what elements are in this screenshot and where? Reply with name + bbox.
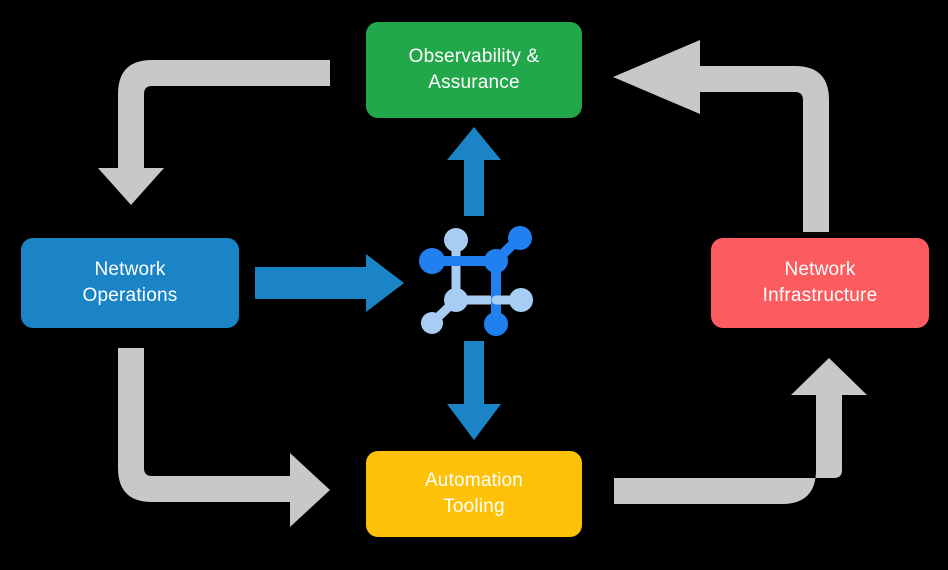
node-network-infrastructure[interactable]: Network Infrastructure (711, 238, 929, 328)
connector-center-to-observability (447, 127, 501, 216)
connector-operations-to-automation (118, 348, 330, 527)
connector-center-to-automation (447, 341, 501, 440)
connector-automation-to-infrastructure (614, 358, 867, 504)
connector-operations-to-center (255, 254, 404, 312)
node-observability-assurance[interactable]: Observability & Assurance (366, 22, 582, 118)
connector-observability-to-operations (98, 60, 330, 205)
node-network-operations[interactable]: Network Operations (21, 238, 239, 328)
node-automation-tooling[interactable]: Automation Tooling (366, 451, 582, 537)
connector-infrastructure-to-observability (613, 40, 829, 232)
